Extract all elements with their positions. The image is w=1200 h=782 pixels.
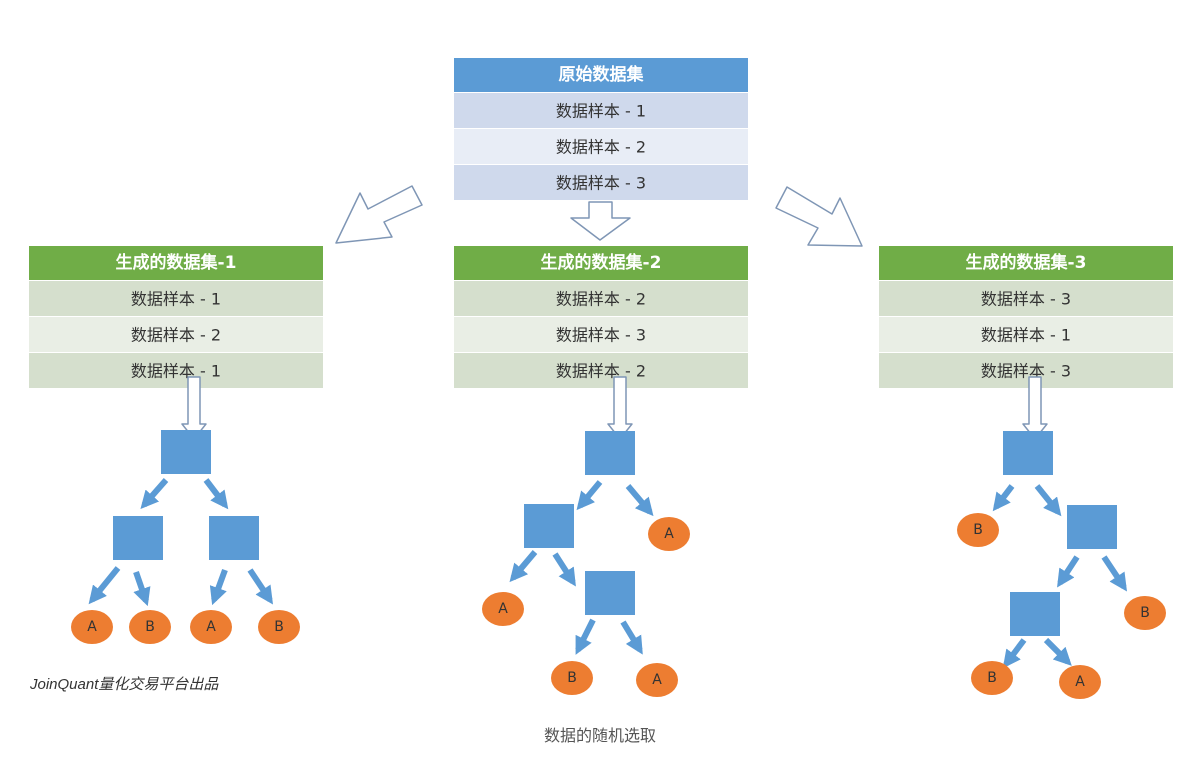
tree-leaf [482, 592, 524, 626]
tree-leaf-label: A [498, 601, 508, 617]
generated-row: 数据样本 - 2 [556, 290, 646, 309]
original-row-bg [454, 165, 748, 200]
tree-edge [620, 620, 643, 655]
generated-row-bg [879, 353, 1173, 388]
original-row-bg [454, 93, 748, 128]
generated-row-bg [29, 317, 323, 352]
tree-node [585, 571, 635, 615]
tree-leaf [636, 663, 678, 697]
tree-node [209, 516, 259, 560]
generated-row: 数据样本 - 1 [131, 290, 221, 309]
generated-header-bg [454, 246, 748, 280]
tree-edge [247, 568, 273, 605]
generated-header-bg [879, 246, 1173, 280]
original-row-bg [454, 129, 748, 164]
generated-row-bg [879, 317, 1173, 352]
generated-row-bg [879, 281, 1173, 316]
tree-leaf [1059, 665, 1101, 699]
tree-leaf-label: B [1140, 605, 1150, 621]
generated-row: 数据样本 - 2 [556, 362, 646, 381]
tree-leaf-label: B [567, 670, 577, 686]
tree-node [585, 431, 635, 475]
generated-title: 生成的数据集-2 [541, 252, 662, 273]
tree-leaf-label: B [145, 619, 155, 635]
original-header-bg [454, 58, 748, 92]
generated-dataset-table-3: 生成的数据集-3 数据样本 - 3 数据样本 - 1 数据样本 - 3 [879, 246, 1173, 388]
tree-leaf [971, 661, 1013, 695]
tree-leaf [957, 513, 999, 547]
decision-tree-3: B B B A [957, 431, 1166, 699]
sampling-arrow-down-icon [570, 201, 631, 241]
decision-tree-2: A A B A [482, 431, 690, 697]
tree-node [1067, 505, 1117, 549]
tree-edge [1002, 638, 1027, 669]
original-row: 数据样本 - 3 [556, 174, 646, 193]
generated-row-bg [29, 353, 323, 388]
tree-leaf-label: A [1075, 674, 1085, 690]
train-arrows [181, 376, 1048, 440]
decision-tree-1: A B A B [71, 430, 300, 644]
original-dataset-table: 原始数据集 数据样本 - 1 数据样本 - 2 数据样本 - 3 [454, 58, 748, 200]
sampling-arrows [335, 185, 863, 247]
generated-row-bg [454, 281, 748, 316]
generated-title: 生成的数据集-3 [966, 252, 1087, 273]
tree-node [113, 516, 163, 560]
tree-edge [140, 478, 169, 510]
tree-leaf [1124, 596, 1166, 630]
generated-row: 数据样本 - 2 [131, 326, 221, 345]
generated-row: 数据样本 - 1 [981, 326, 1071, 345]
credit-text: JoinQuant量化交易平台出品 [30, 676, 219, 693]
tree-edge [133, 571, 151, 607]
tree-edge [992, 484, 1015, 512]
generated-row: 数据样本 - 3 [556, 326, 646, 345]
generated-row-bg [29, 281, 323, 316]
tree-leaf [190, 610, 232, 644]
tree-edge [1034, 484, 1062, 517]
tree-leaf [551, 661, 593, 695]
generated-row-bg [454, 353, 748, 388]
tree-leaf-label: B [274, 619, 284, 635]
figure-caption: 数据的随机选取 [543, 726, 656, 745]
original-title: 原始数据集 [559, 64, 645, 85]
tree-edge [203, 478, 229, 510]
tree-leaf [648, 517, 690, 551]
tree-node [524, 504, 574, 548]
sampling-arrow-left-icon [335, 185, 423, 244]
tree-node [161, 430, 211, 474]
tree-node [1003, 431, 1053, 475]
generated-row-bg [454, 317, 748, 352]
tree-node [1010, 592, 1060, 636]
generated-row: 数据样本 - 1 [131, 362, 221, 381]
tree-leaf-label: A [87, 619, 97, 635]
sampling-arrow-right-icon [775, 186, 863, 247]
generated-dataset-table-1: 生成的数据集-1 数据样本 - 1 数据样本 - 2 数据样本 - 1 [29, 246, 323, 388]
tree-leaf-label: B [973, 522, 983, 538]
tree-leaf-label: B [987, 670, 997, 686]
generated-header-bg [29, 246, 323, 280]
tree-leaf-label: A [652, 672, 662, 688]
tree-edge [625, 484, 654, 517]
tree-edge [552, 552, 576, 587]
tree-edge [1101, 555, 1127, 592]
tree-edge [1043, 637, 1072, 666]
tree-leaf-label: A [206, 619, 216, 635]
tree-leaf [129, 610, 171, 644]
tree-edge [88, 566, 121, 605]
tree-edge [209, 568, 228, 606]
tree-leaf-label: A [664, 526, 674, 542]
tree-edge [575, 618, 596, 655]
original-row: 数据样本 - 2 [556, 138, 646, 157]
generated-dataset-table-2: 生成的数据集-2 数据样本 - 2 数据样本 - 3 数据样本 - 2 [454, 246, 748, 388]
original-row: 数据样本 - 1 [556, 102, 646, 121]
generated-title: 生成的数据集-1 [116, 252, 237, 273]
generated-row: 数据样本 - 3 [981, 362, 1071, 381]
generated-row: 数据样本 - 3 [981, 290, 1071, 309]
tree-edge [509, 550, 538, 583]
tree-edge [576, 480, 603, 511]
tree-leaf [71, 610, 113, 644]
tree-leaf [258, 610, 300, 644]
tree-edge [1057, 555, 1080, 588]
